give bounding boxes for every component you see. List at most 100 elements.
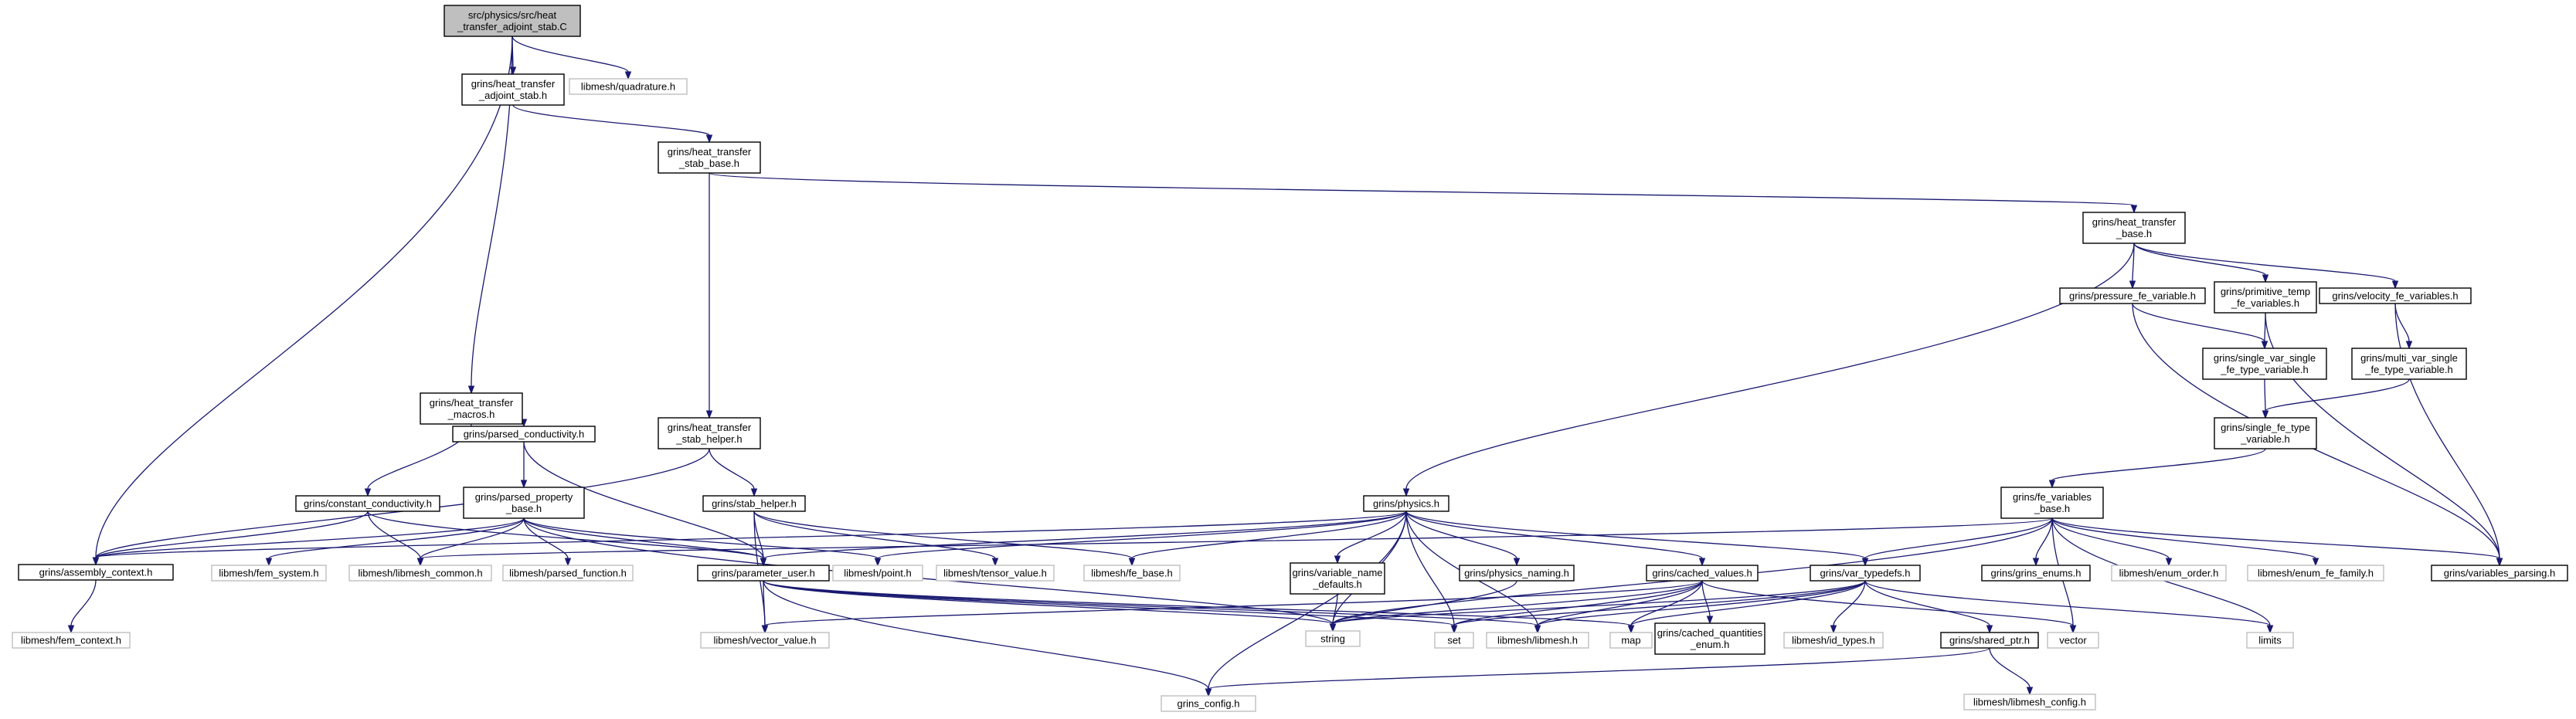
edge-arrowhead bbox=[624, 71, 632, 80]
node-fe-vars-base[interactable]: grins/fe_variables_base.h bbox=[2000, 487, 2104, 519]
node-box bbox=[1459, 565, 1575, 582]
node-label: grins_config.h bbox=[1178, 698, 1240, 710]
node-single-fe[interactable]: grins/single_fe_type_variable.h bbox=[2214, 417, 2317, 449]
edge-arrowhead bbox=[2262, 410, 2269, 419]
edge-pressure_fe-to-single_var bbox=[2132, 303, 2265, 342]
node-label: grins/primitive_temp bbox=[2221, 286, 2310, 297]
node-label: libmesh/libmesh.h bbox=[1497, 635, 1578, 646]
node-label: libmesh/point.h bbox=[844, 568, 911, 579]
edge-root-to-assembly bbox=[95, 36, 513, 558]
node-parsed-prop[interactable]: grins/parsed_property_base.h bbox=[463, 487, 585, 519]
node-box bbox=[2246, 632, 2294, 649]
edge-param_user-to-set bbox=[763, 580, 1455, 626]
edge-multi_var-to-single_fe bbox=[2265, 378, 2410, 412]
node-box bbox=[502, 565, 634, 582]
node-ht-macros[interactable]: grins/heat_transfer_macros.h bbox=[420, 392, 523, 425]
edge-physics-to-cached_values bbox=[1405, 510, 1703, 559]
edge-var_typedefs-to-set bbox=[1453, 580, 1866, 626]
edge-ht_base-to-vel_fe bbox=[2133, 242, 2396, 282]
node-fe-base: libmesh/fe_base.h bbox=[1083, 565, 1181, 582]
edge-arrowhead bbox=[2130, 205, 2138, 214]
node-single-var[interactable]: grins/single_var_single_fe_type_variable… bbox=[2202, 348, 2327, 380]
node-root[interactable]: src/physics/src/heat_transfer_adjoint_st… bbox=[443, 5, 581, 37]
node-cached-values[interactable]: grins/cached_values.h bbox=[1646, 565, 1759, 582]
edge-cached_values-to-vector_value bbox=[764, 580, 1703, 626]
node-box bbox=[832, 565, 923, 582]
edge-var_typedefs-to-string bbox=[1332, 580, 1866, 625]
node-label: grins/physics_naming.h bbox=[1464, 568, 1569, 579]
node-vel-fe[interactable]: grins/velocity_fe_variables.h bbox=[2319, 287, 2472, 304]
node-box bbox=[295, 495, 440, 512]
node-label: grins/cached_quantities bbox=[1657, 627, 1763, 639]
edge-parsed_prop-to-point bbox=[523, 517, 878, 559]
node-parsed-cond[interactable]: grins/parsed_conductivity.h bbox=[452, 426, 596, 443]
node-pressure-fe[interactable]: grins/pressure_fe_variable.h bbox=[2059, 287, 2206, 304]
node-label: grins/variables_parsing.h bbox=[2444, 568, 2556, 579]
node-vars-parsing[interactable]: grins/variables_parsing.h bbox=[2431, 565, 2568, 582]
node-set: set bbox=[1434, 632, 1474, 649]
edge-arrowhead bbox=[2262, 274, 2269, 283]
node-map: map bbox=[1609, 632, 1653, 649]
node-ht-stab-base[interactable]: grins/heat_transfer_stab_base.h bbox=[658, 141, 761, 174]
node-box bbox=[1609, 632, 1653, 649]
node-box bbox=[658, 417, 761, 449]
edge-stab_helper-to-tensor_value bbox=[753, 510, 996, 559]
edge-cached_values-to-map bbox=[1630, 580, 1703, 626]
node-var-name-defaults[interactable]: grins/variable_name_defaults.h bbox=[1290, 562, 1385, 595]
node-box bbox=[2319, 287, 2472, 304]
edge-const_cond-to-assembly bbox=[95, 510, 369, 558]
node-label: grins/var_typedefs.h bbox=[1820, 568, 1910, 579]
edge-arrowhead bbox=[416, 558, 424, 567]
edge-physics-to-point bbox=[877, 510, 1407, 559]
node-box bbox=[12, 632, 131, 649]
node-const-cond[interactable]: grins/constant_conductivity.h bbox=[295, 495, 440, 512]
node-box bbox=[2000, 487, 2104, 519]
node-label: libmesh/libmesh_config.h bbox=[1973, 697, 2086, 708]
edge-arrowhead bbox=[750, 488, 758, 497]
node-stab-helper[interactable]: grins/stab_helper.h bbox=[702, 495, 806, 512]
node-box bbox=[1305, 630, 1361, 647]
node-ht-adj-stab[interactable]: grins/heat_transfer_adjoint_stab.h bbox=[461, 73, 565, 106]
node-box bbox=[936, 565, 1055, 582]
edge-arrowhead bbox=[1450, 625, 1458, 634]
edges-layer bbox=[67, 36, 2503, 697]
node-string: string bbox=[1305, 630, 1361, 647]
node-label: libmesh/vector_value.h bbox=[714, 635, 817, 646]
node-grins-enums[interactable]: grins/grins_enums.h bbox=[1981, 565, 2091, 582]
node-label: grins/assembly_context.h bbox=[39, 567, 153, 578]
edge-cached_values-to-cached_q_enum bbox=[1701, 580, 1711, 617]
node-ht-base[interactable]: grins/heat_transfer_base.h bbox=[2082, 212, 2186, 244]
node-box bbox=[18, 564, 174, 581]
node-param-user[interactable]: grins/parameter_user.h bbox=[697, 565, 830, 582]
edge-param_user-to-string bbox=[763, 580, 1334, 625]
node-box bbox=[1940, 632, 2039, 649]
node-label: grins/heat_transfer bbox=[668, 422, 752, 433]
edge-arrowhead bbox=[1334, 555, 1341, 565]
node-var-typedefs[interactable]: grins/var_typedefs.h bbox=[1810, 565, 1921, 582]
node-label: libmesh/tensor_value.h bbox=[943, 568, 1047, 579]
edge-fe_vars_base-to-grins_enums bbox=[2035, 517, 2053, 559]
node-label: grins/velocity_fe_variables.h bbox=[2332, 290, 2458, 302]
edge-arrowhead bbox=[92, 557, 100, 566]
node-multi-var[interactable]: grins/multi_var_single_fe_type_variable.… bbox=[2351, 348, 2467, 380]
edge-ht_base-to-prim_temp bbox=[2133, 242, 2266, 276]
node-label: _fe_type_variable.h bbox=[2220, 364, 2308, 375]
node-prim-temp[interactable]: grins/primitive_temp_fe_variables.h bbox=[2214, 281, 2317, 314]
node-physics-naming[interactable]: grins/physics_naming.h bbox=[1459, 565, 1575, 582]
node-shared-ptr[interactable]: grins/shared_ptr.h bbox=[1940, 632, 2039, 649]
edge-arrowhead bbox=[991, 558, 999, 567]
node-box bbox=[420, 392, 523, 425]
edge-ht_base-to-pressure_fe bbox=[2132, 242, 2135, 282]
node-box bbox=[1810, 565, 1921, 582]
node-label: _macros.h bbox=[447, 409, 495, 420]
node-ht-stab-helper[interactable]: grins/heat_transfer_stab_helper.h bbox=[658, 417, 761, 449]
edge-ht_base-to-physics bbox=[1405, 242, 2135, 490]
node-cached-q-enum[interactable]: grins/cached_quantities_enum.h bbox=[1654, 622, 1765, 655]
node-vector: vector bbox=[2047, 632, 2099, 649]
node-box bbox=[1654, 622, 1765, 655]
node-assembly[interactable]: grins/assembly_context.h bbox=[18, 564, 174, 581]
node-physics[interactable]: grins/physics.h bbox=[1363, 495, 1449, 512]
node-label: libmesh/quadrature.h bbox=[581, 81, 675, 93]
node-label: _stab_base.h bbox=[678, 158, 739, 169]
edge-param_user-to-libmesh_h bbox=[763, 580, 1538, 626]
